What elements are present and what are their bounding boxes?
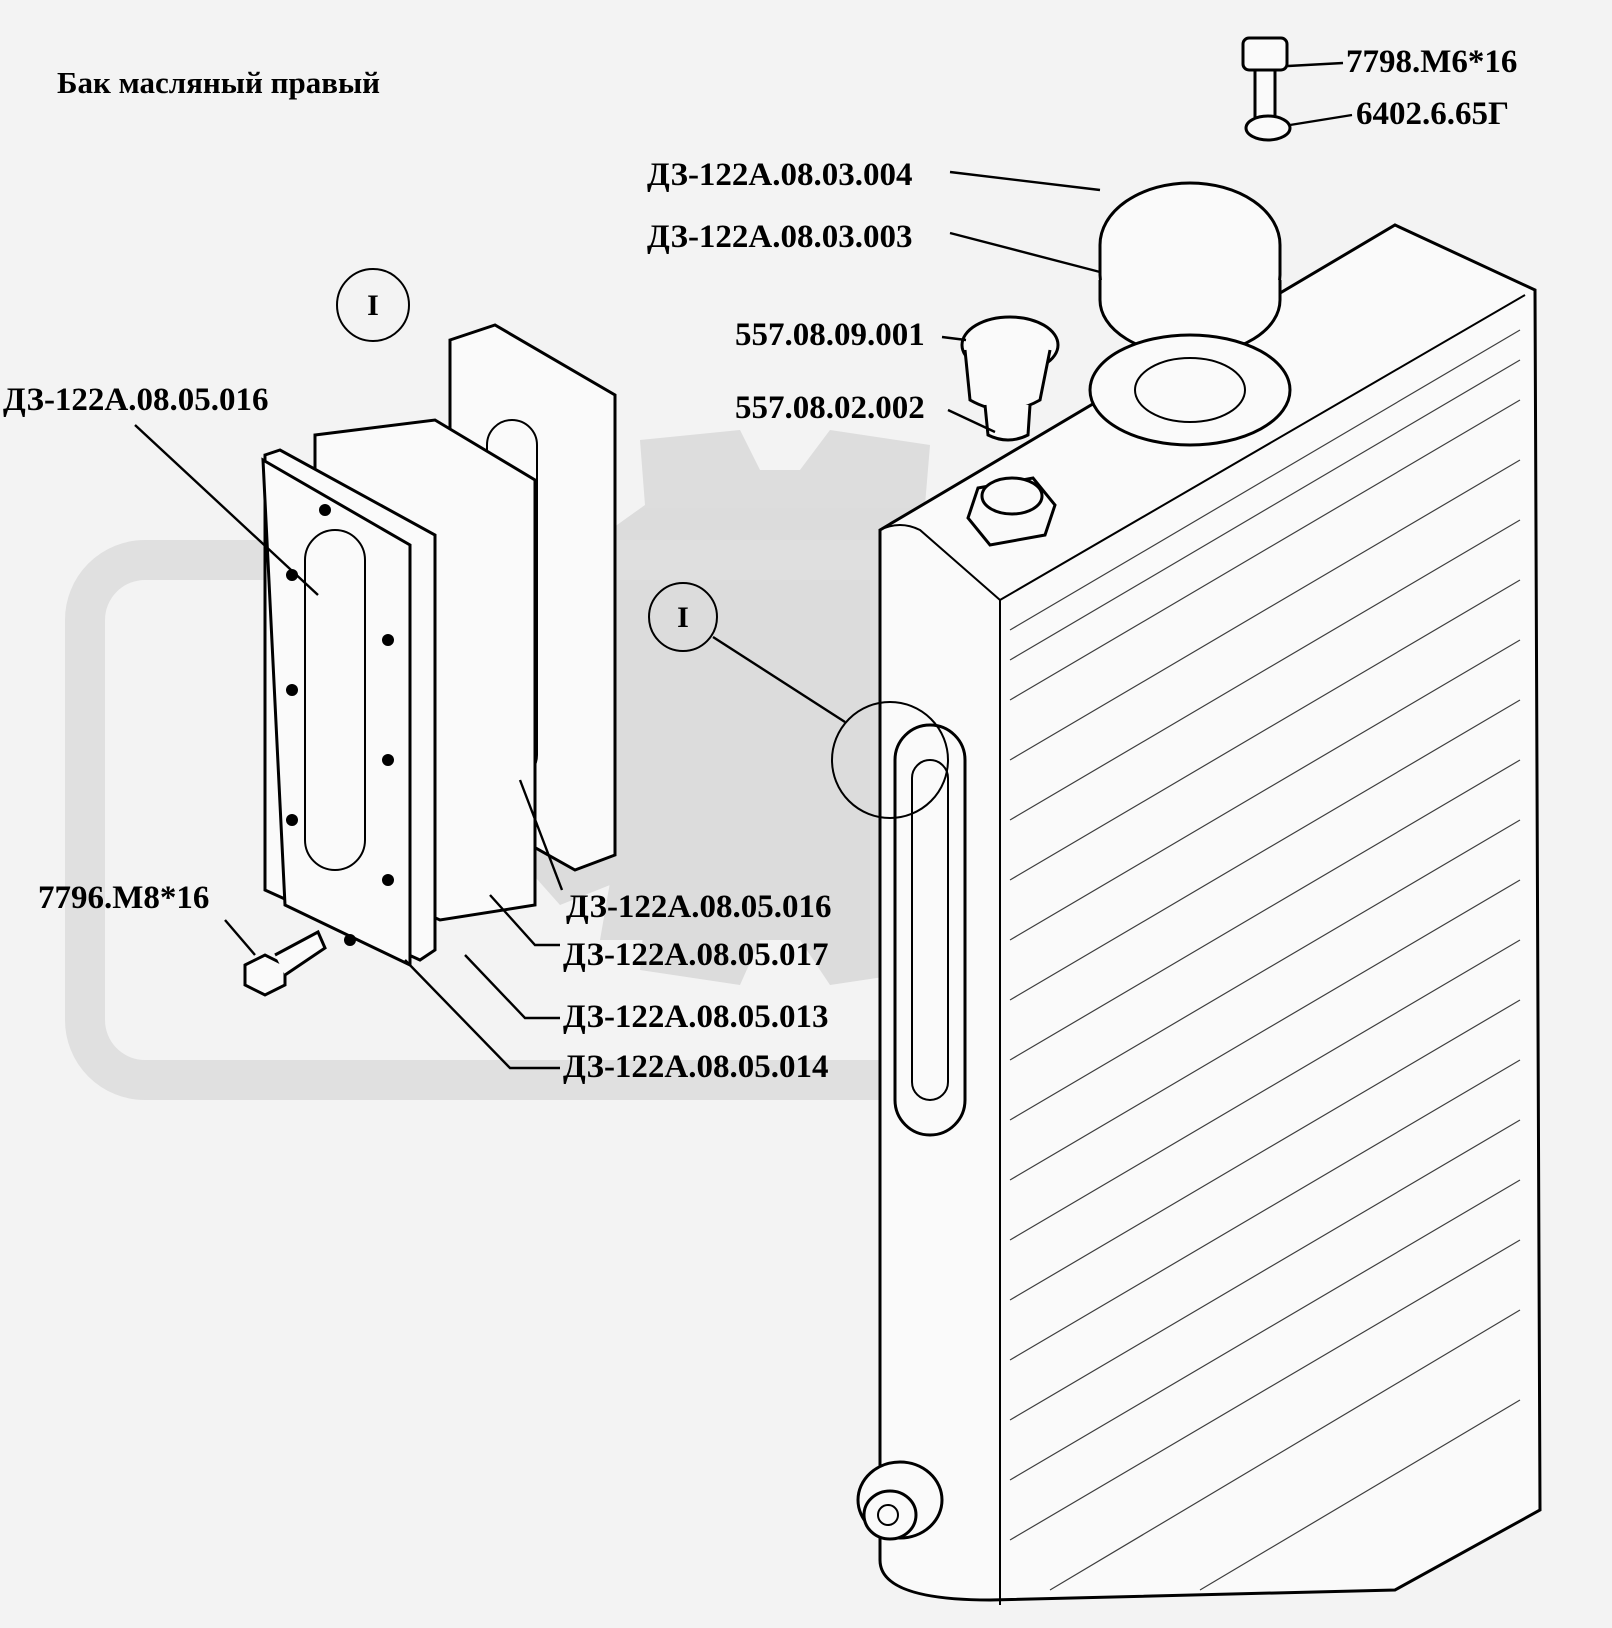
svg-text:ДЗ-122А.08.03.004: ДЗ-122А.08.03.004 <box>647 157 913 193</box>
top-bolt <box>1241 36 1292 142</box>
label-washer-top: 6402.6.65Г <box>1289 96 1509 132</box>
gauge-front-frame <box>261 457 412 968</box>
label-glass: ДЗ-122А.08.05.013 <box>464 954 829 1035</box>
label-cover: ДЗ-122А.08.03.004 <box>647 157 1101 193</box>
oil-tank <box>831 223 1542 1605</box>
breather-cap <box>960 315 1060 442</box>
svg-text:ДЗ-122А.08.05.013: ДЗ-122А.08.05.013 <box>563 999 829 1035</box>
side-bolt <box>243 929 327 997</box>
svg-text:7798.М6*16: 7798.М6*16 <box>1346 44 1517 80</box>
detail-marker-center: I <box>648 582 718 652</box>
svg-text:6402.6.65Г: 6402.6.65Г <box>1356 96 1509 132</box>
svg-text:ДЗ-122А.08.05.014: ДЗ-122А.08.05.014 <box>563 1049 829 1085</box>
page-title: Бак масляный правый <box>57 65 380 100</box>
label-glass-frame: ДЗ-122А.08.05.016 <box>3 382 319 596</box>
label-gasket-a: ДЗ-122А.08.05.014 <box>404 959 829 1085</box>
level-gauge-exploded <box>243 323 617 997</box>
label-gasket-b: ДЗ-122А.08.05.017 <box>489 894 829 973</box>
gauge-front-window <box>304 529 366 871</box>
svg-text:557.08.09.001: 557.08.09.001 <box>735 317 925 353</box>
svg-text:ДЗ-122А.08.05.016: ДЗ-122А.08.05.016 <box>566 889 832 925</box>
top-cover-assembly <box>960 36 1292 447</box>
leader-detail-tank <box>712 635 846 724</box>
filler-neck <box>966 476 1057 547</box>
svg-text:I: I <box>367 289 379 322</box>
label-fitting: 557.08.02.002 <box>735 390 996 434</box>
label-breather: 557.08.09.001 <box>735 317 967 353</box>
svg-text:7796.М8*16: 7796.М8*16 <box>38 880 209 916</box>
drain-plug <box>856 1460 944 1541</box>
label-gasket-cover: ДЗ-122А.08.03.003 <box>647 219 1101 274</box>
svg-text:I: I <box>677 601 689 634</box>
svg-text:ДЗ-122А.08.05.016: ДЗ-122А.08.05.016 <box>3 382 269 418</box>
detail-circle-tank <box>831 701 949 819</box>
tank-flange <box>1088 333 1292 447</box>
detail-marker-left: I <box>336 268 410 342</box>
label-bolt-side: 7796.М8*16 <box>38 880 256 956</box>
svg-text:557.08.02.002: 557.08.02.002 <box>735 390 925 426</box>
svg-text:ДЗ-122А.08.05.017: ДЗ-122А.08.05.017 <box>563 937 829 973</box>
tank-side-hatching <box>1009 329 1521 1591</box>
label-frame-b: ДЗ-122А.08.05.016 <box>518 779 832 925</box>
label-bolt-top: 7798.М6*16 <box>1287 44 1517 80</box>
tank-level-gauge <box>893 723 967 1137</box>
svg-text:ДЗ-122А.08.03.003: ДЗ-122А.08.03.003 <box>647 219 913 255</box>
